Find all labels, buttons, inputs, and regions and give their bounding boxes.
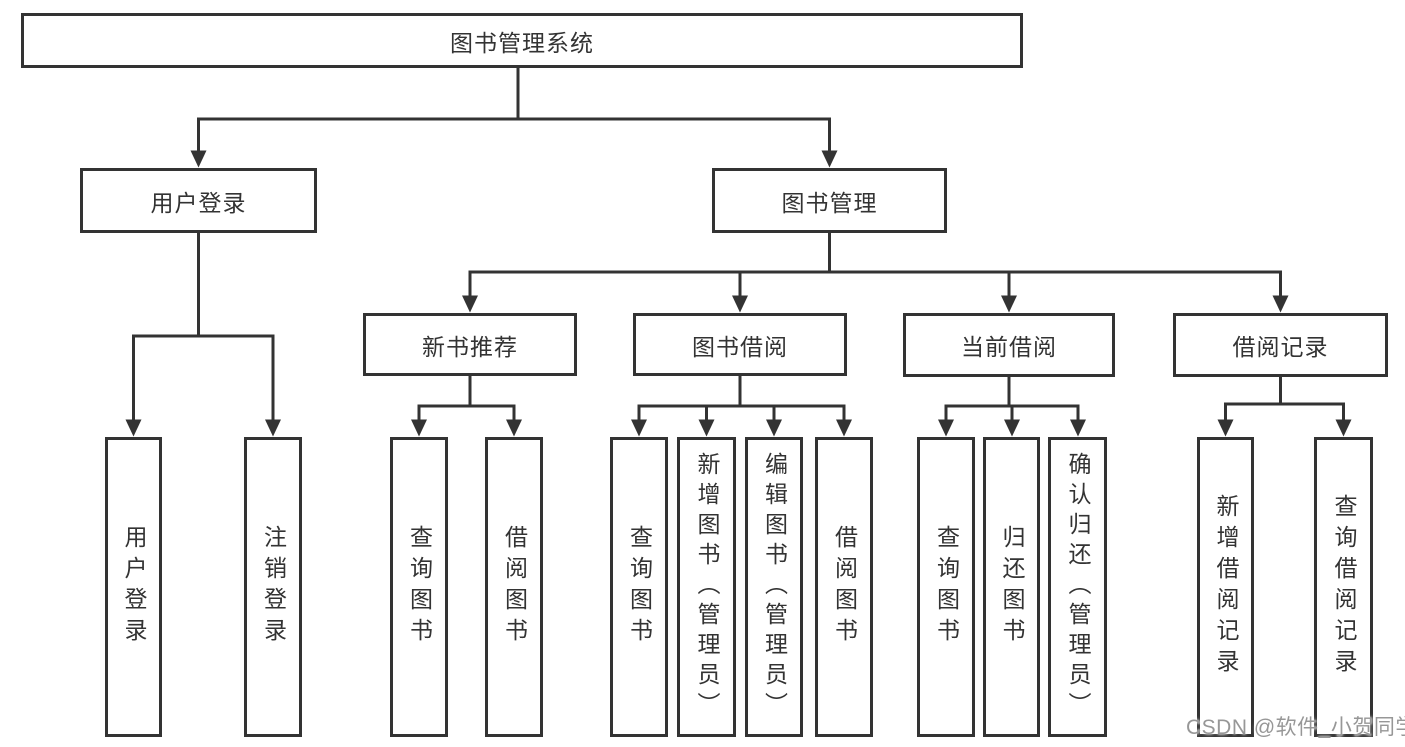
leaf-query-books-recommend: 查询图书 — [390, 437, 448, 737]
leaf-query-borrow-record: 查询借阅记录 — [1314, 437, 1373, 737]
leaf-confirm-return-admin: 确认归还（管理员） — [1048, 437, 1107, 737]
leaf-return-books: 归还图书 — [983, 437, 1040, 737]
leaf-user-login: 用户登录 — [105, 437, 162, 737]
leaf-borrow-books: 借阅图书 — [815, 437, 873, 737]
leaf-query-books-current: 查询图书 — [917, 437, 975, 737]
node-book-borrow: 图书借阅 — [633, 313, 847, 376]
node-book-management: 图书管理 — [712, 168, 947, 233]
leaf-edit-books-admin: 编辑图书（管理员） — [745, 437, 803, 737]
node-current-borrow: 当前借阅 — [903, 313, 1115, 377]
leaf-add-borrow-record: 新增借阅记录 — [1197, 437, 1254, 737]
leaf-add-books-admin: 新增图书（管理员） — [677, 437, 736, 737]
leaf-logout: 注销登录 — [244, 437, 302, 737]
leaf-borrow-books-recommend: 借阅图书 — [485, 437, 543, 737]
node-user-login: 用户登录 — [80, 168, 317, 233]
csdn-watermark: CSDN @软件_小贺同学 — [1186, 716, 1405, 739]
node-borrow-records: 借阅记录 — [1173, 313, 1388, 377]
leaf-query-books-borrow: 查询图书 — [610, 437, 668, 737]
node-new-book-recommend: 新书推荐 — [363, 313, 577, 376]
node-library-system: 图书管理系统 — [21, 13, 1023, 68]
